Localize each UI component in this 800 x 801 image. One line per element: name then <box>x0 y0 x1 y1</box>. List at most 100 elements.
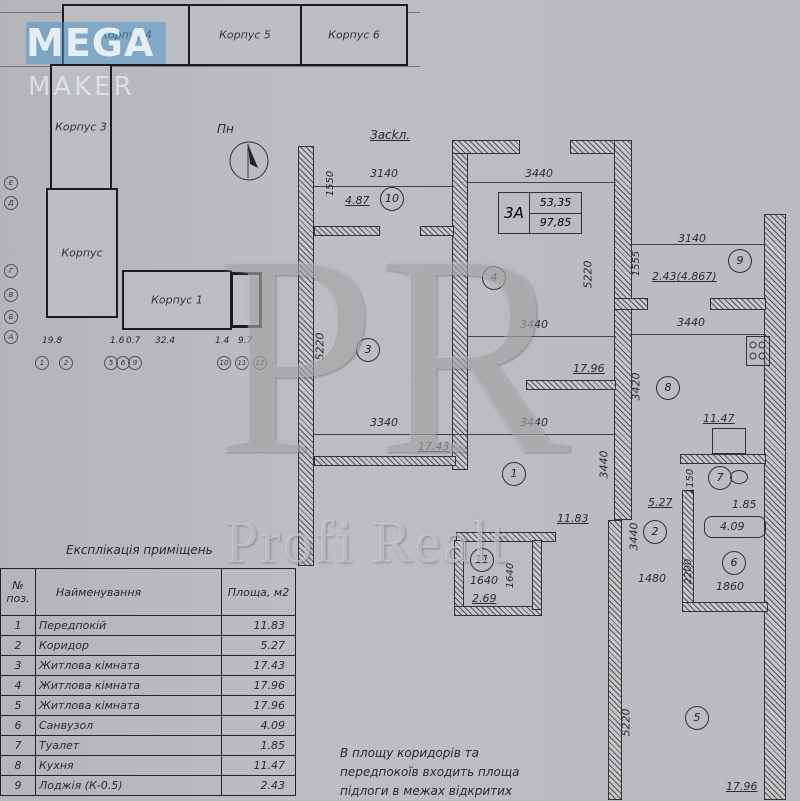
room-1-marker: 1 <box>502 462 526 486</box>
row-area: 1.85 <box>221 735 296 756</box>
room-3-area: 17.43 <box>418 440 450 453</box>
dim-1860: 1860 <box>716 580 744 593</box>
wall <box>764 214 786 800</box>
dim-1555: 1555 <box>631 250 643 277</box>
wall <box>456 532 556 542</box>
wall <box>298 146 314 566</box>
dim-9-7: 9.7 <box>238 336 253 346</box>
row-area: 17.43 <box>221 655 296 676</box>
stove-icon <box>746 336 770 366</box>
room-8-marker: 8 <box>656 376 680 400</box>
axis-marker: 12 <box>253 356 267 370</box>
dim-3440: 3440 <box>525 167 553 180</box>
watermark-profi-realt: Profi Realt <box>225 509 509 575</box>
row-name: Передпокій <box>35 615 222 636</box>
wall <box>614 298 648 310</box>
dim-1-6: 1.6 <box>110 336 125 346</box>
dim-3440: 3440 <box>677 316 705 329</box>
wall <box>314 456 456 466</box>
toilet-icon <box>730 470 748 484</box>
room-1-area: 11.83 <box>557 512 589 525</box>
room-11-area: 2.69 <box>472 592 497 605</box>
north-label: Пн <box>217 122 234 136</box>
row-area: 2.43 <box>221 775 296 796</box>
room-5-area: 17.96 <box>726 780 758 793</box>
row-num: 4 <box>0 675 36 696</box>
dim-2200: 2200 <box>683 558 695 585</box>
room-7-marker: 7 <box>708 466 732 490</box>
axis-marker: Д <box>4 196 18 210</box>
note-line: В площу коридорів та <box>340 746 479 760</box>
dim-3440: 3440 <box>597 450 611 479</box>
axis-marker: 1 <box>35 356 49 370</box>
apartment-total-area: 97,85 <box>539 216 572 229</box>
row-area: 5.27 <box>221 635 296 656</box>
row-name: Кухня <box>35 755 222 776</box>
axis-marker: 11 <box>235 356 249 370</box>
bathtub-icon <box>704 516 766 538</box>
room-6-marker: 6 <box>722 551 746 575</box>
room-4-marker: 4 <box>482 266 506 290</box>
dim-3440: 3440 <box>520 416 548 429</box>
apartment-code: 3А <box>499 193 530 233</box>
axis-marker: Б <box>4 310 18 324</box>
north-arrow-icon <box>228 140 270 182</box>
row-area: 11.83 <box>221 615 296 636</box>
row-name: Лоджія (К-0.5) <box>35 775 222 796</box>
wall <box>608 520 622 800</box>
dim-1150: 1150 <box>685 468 697 495</box>
wall <box>680 454 766 464</box>
building-corpus-3: Корпус 3 <box>50 64 112 190</box>
building-corpus-2: Корпус <box>46 188 118 318</box>
apartment-living-area: 53,35 <box>530 193 581 214</box>
glazing-label: Засkл. <box>370 128 411 142</box>
sink-icon <box>712 428 746 454</box>
wall <box>682 602 768 612</box>
axis-marker: Г <box>4 264 18 278</box>
dim-3140: 3140 <box>370 167 398 180</box>
row-name: Коридор <box>35 635 222 656</box>
header-area: Площа, м2 <box>221 568 296 616</box>
wall <box>314 226 380 236</box>
row-num: 3 <box>0 655 36 676</box>
axis-marker: Е <box>4 176 18 190</box>
room-2-marker: 2 <box>643 520 667 544</box>
axis-marker: В <box>4 288 18 302</box>
room-7-area: 1.85 <box>732 498 757 511</box>
dim-1-4: 1.4 <box>215 336 230 346</box>
header-num: № поз. <box>0 568 36 616</box>
note-line: передпокоїв входить площа <box>340 765 520 779</box>
row-num: 6 <box>0 715 36 736</box>
room-8-area: 11.47 <box>703 412 735 425</box>
header-name: Найменування <box>35 568 222 616</box>
dim-3440: 3440 <box>520 318 548 331</box>
building-corpus-5: Корпус 5 <box>188 4 302 66</box>
watermark-mega-text: MEGA <box>26 21 155 65</box>
wall <box>614 140 632 520</box>
building-corpus-6: Корпус 6 <box>300 4 408 66</box>
apartment-badge: 3А 53,35 97,85 <box>498 192 582 234</box>
grid-line <box>0 66 420 67</box>
room-9-marker: 9 <box>728 249 752 273</box>
wall <box>682 490 694 610</box>
dim-line <box>630 334 766 335</box>
room-10-area: 4.87 <box>345 194 370 207</box>
row-name: Житлова кімната <box>35 675 222 696</box>
dim-5220: 5220 <box>581 260 595 289</box>
dim-3340: 3340 <box>370 416 398 429</box>
row-area: 4.09 <box>221 715 296 736</box>
wall <box>420 226 454 236</box>
row-name: Житлова кімната <box>35 695 222 716</box>
row-num: 9 <box>0 775 36 796</box>
row-area: 11.47 <box>221 755 296 776</box>
